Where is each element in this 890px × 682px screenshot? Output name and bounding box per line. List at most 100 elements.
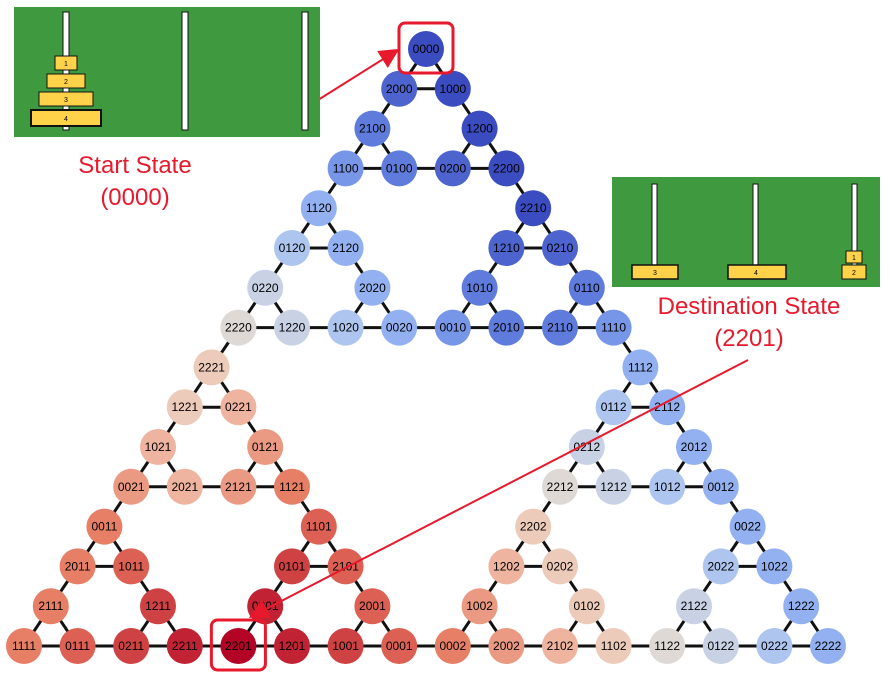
state-node-label: 0020 bbox=[386, 321, 413, 335]
state-node-circle bbox=[327, 150, 364, 187]
state-node-label: 2100 bbox=[359, 122, 386, 136]
state-node-circle bbox=[461, 588, 498, 625]
state-node-2121: 2121 bbox=[220, 468, 257, 505]
state-node-label: 2110 bbox=[547, 321, 573, 335]
disk: 1 bbox=[845, 250, 863, 264]
state-node-circle bbox=[59, 548, 96, 585]
state-node-label: 2010 bbox=[493, 321, 520, 335]
state-node-circle bbox=[6, 628, 42, 664]
state-node-0022: 0022 bbox=[729, 508, 766, 545]
state-node-1100: 1100 bbox=[327, 150, 364, 187]
disk: 1 bbox=[54, 55, 78, 71]
state-node-label: 1121 bbox=[279, 480, 305, 494]
state-node-circle bbox=[783, 588, 820, 625]
state-node-circle bbox=[86, 508, 123, 545]
state-node-label: 1112 bbox=[628, 360, 653, 374]
state-node-0001: 0001 bbox=[381, 628, 418, 664]
state-node-circle bbox=[166, 628, 203, 664]
state-node-label: 0201 bbox=[252, 599, 279, 613]
state-node-circle bbox=[702, 548, 739, 585]
state-node-circle bbox=[381, 628, 418, 664]
state-node-2212: 2212 bbox=[542, 468, 578, 505]
state-node-0120: 0120 bbox=[274, 230, 310, 266]
state-node-circle bbox=[327, 230, 364, 266]
disk: 3 bbox=[38, 91, 94, 107]
state-node-2012: 2012 bbox=[676, 429, 712, 465]
state-node-0200: 0200 bbox=[434, 150, 471, 187]
state-node-label: 2200 bbox=[493, 161, 520, 175]
destination-towers: 3 4 1 2 bbox=[631, 183, 867, 280]
state-node-1002: 1002 bbox=[461, 588, 498, 625]
state-node-label: 2002 bbox=[493, 639, 520, 653]
state-node-0212: 0212 bbox=[568, 429, 605, 465]
state-node-2002: 2002 bbox=[488, 628, 525, 664]
state-node-2022: 2022 bbox=[702, 548, 739, 585]
state-node-1101: 1101 bbox=[300, 508, 337, 545]
state-node-2211: 2211 bbox=[166, 628, 203, 664]
state-node-label: 2102 bbox=[547, 639, 574, 653]
state-node-label: 1102 bbox=[601, 639, 627, 653]
state-node-0100: 0100 bbox=[381, 150, 418, 187]
state-node-1220: 1220 bbox=[274, 309, 310, 346]
state-node-label: 0110 bbox=[574, 281, 600, 295]
peg bbox=[62, 11, 70, 131]
start-state-arrow bbox=[317, 48, 400, 101]
svg-text:4: 4 bbox=[754, 270, 758, 277]
state-node-label: 1002 bbox=[466, 599, 493, 613]
state-node-label: 0212 bbox=[573, 440, 600, 454]
state-node-label: 2212 bbox=[547, 480, 574, 494]
state-node-label: 0011 bbox=[91, 520, 117, 534]
state-node-label: 2011 bbox=[65, 559, 91, 573]
state-node-label: 0010 bbox=[439, 321, 466, 335]
state-node-circle bbox=[434, 70, 471, 107]
state-node-label: 0012 bbox=[707, 480, 734, 494]
state-node-label: 1211 bbox=[145, 599, 171, 613]
state-node-circle bbox=[113, 628, 150, 664]
state-node-circle bbox=[756, 548, 793, 585]
svg-text:1: 1 bbox=[64, 61, 68, 68]
state-node-circle bbox=[354, 269, 391, 306]
state-node-label: 1210 bbox=[493, 241, 520, 255]
state-node-label: 1101 bbox=[306, 520, 332, 534]
state-node-1200: 1200 bbox=[461, 110, 498, 147]
state-node-circle bbox=[408, 31, 444, 67]
state-node-1221: 1221 bbox=[166, 389, 203, 426]
state-node-label: 2111 bbox=[38, 599, 63, 613]
state-node-2020: 2020 bbox=[354, 269, 391, 306]
state-node-circle bbox=[702, 628, 739, 664]
state-node-circle bbox=[461, 269, 498, 306]
disk: 3 bbox=[631, 264, 679, 280]
state-node-label: 0211 bbox=[118, 639, 144, 653]
state-node-0010: 0010 bbox=[434, 309, 471, 346]
state-node-label: 0202 bbox=[547, 559, 574, 573]
state-node-0020: 0020 bbox=[381, 309, 418, 346]
state-node-0122: 0122 bbox=[702, 628, 739, 664]
state-node-0221: 0221 bbox=[220, 389, 257, 426]
state-node-circle bbox=[568, 269, 605, 306]
state-node-label: 2222 bbox=[815, 639, 842, 653]
state-node-label: 1012 bbox=[654, 480, 681, 494]
state-node-0102: 0102 bbox=[568, 588, 605, 625]
state-node-label: 2221 bbox=[198, 360, 225, 374]
state-node-circle bbox=[274, 468, 310, 505]
state-node-2021: 2021 bbox=[166, 468, 203, 505]
state-node-label: 2201 bbox=[225, 639, 252, 653]
state-node-circle bbox=[381, 150, 418, 187]
state-node-2210: 2210 bbox=[515, 190, 552, 227]
state-node-1212: 1212 bbox=[595, 468, 632, 505]
state-node-label: 2022 bbox=[707, 559, 734, 573]
state-node-circle bbox=[622, 349, 659, 386]
state-node-circle bbox=[542, 548, 578, 585]
state-node-label: 0121 bbox=[252, 440, 279, 454]
state-node-label: 1201 bbox=[279, 639, 306, 653]
state-node-1010: 1010 bbox=[461, 269, 498, 306]
state-node-circle bbox=[434, 309, 471, 346]
state-node-0021: 0021 bbox=[113, 468, 150, 505]
state-node-label: 0022 bbox=[734, 520, 761, 534]
state-node-label: 0221 bbox=[225, 400, 252, 414]
state-node-label: 2020 bbox=[359, 281, 386, 295]
svg-text:2: 2 bbox=[64, 79, 68, 86]
state-node-circle bbox=[193, 349, 230, 386]
state-node-label: 1021 bbox=[145, 440, 172, 454]
state-node-2221: 2221 bbox=[193, 349, 230, 386]
